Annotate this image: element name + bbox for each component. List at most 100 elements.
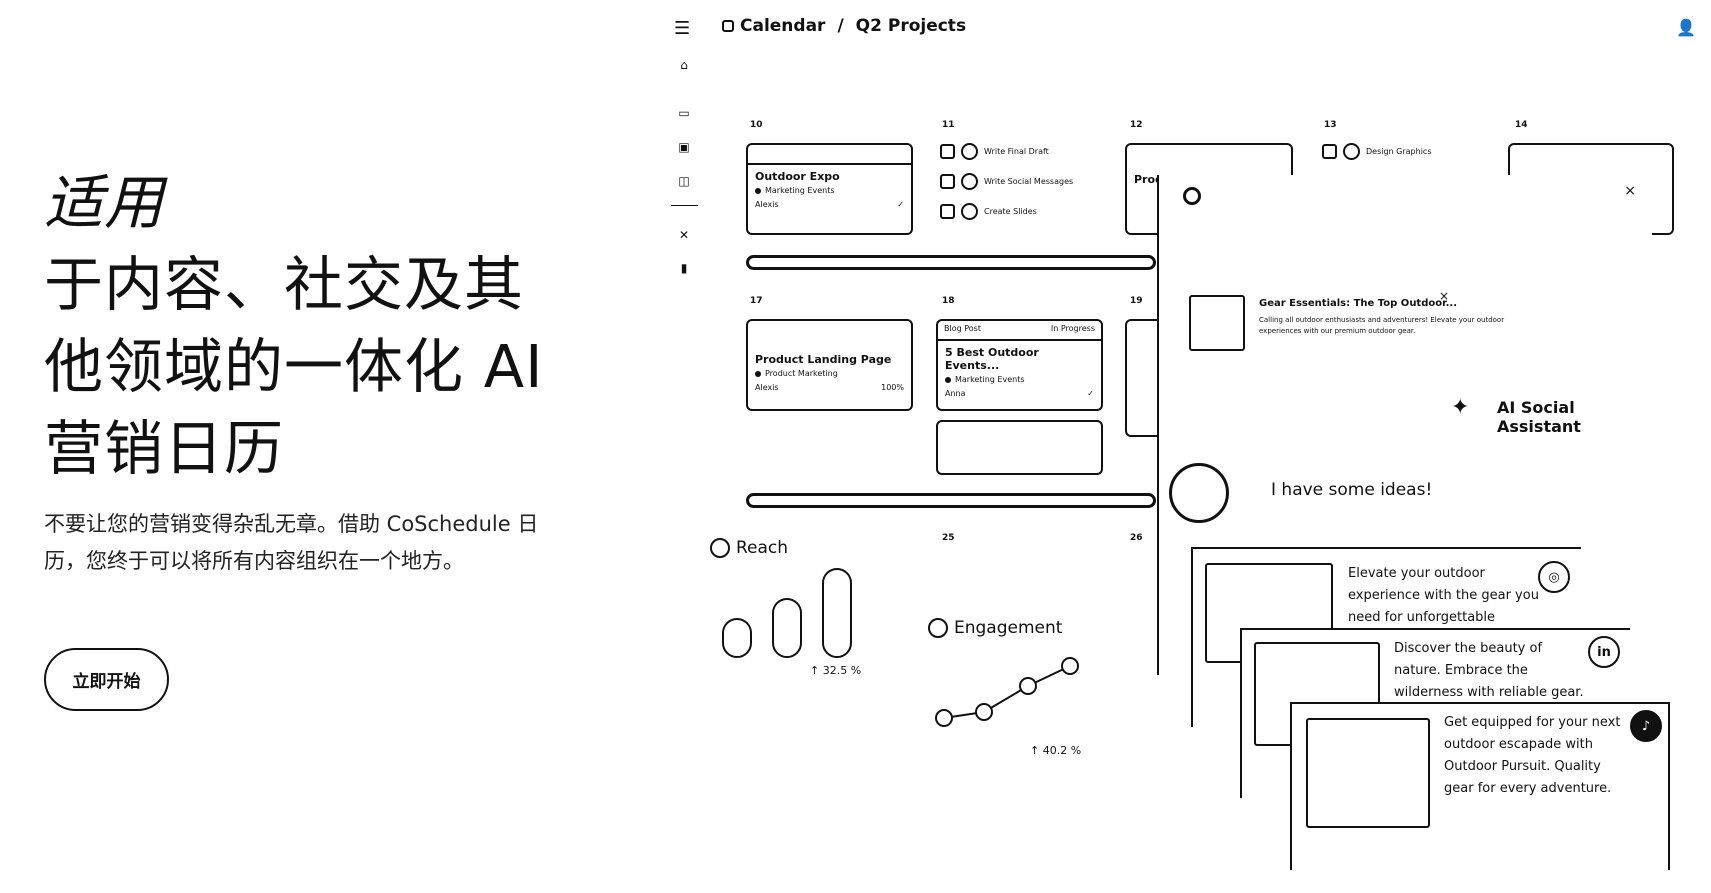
checkbox[interactable]	[1322, 144, 1337, 159]
linkedin-icon: in	[1588, 636, 1620, 668]
analytics-icon[interactable]: ▮	[680, 261, 688, 275]
card-tag-label: Marketing Events	[955, 375, 1025, 384]
post-image	[1306, 718, 1430, 828]
engagement-point	[1019, 677, 1037, 695]
sidebar-divider	[671, 205, 698, 206]
card-tag: Marketing Events	[748, 185, 911, 196]
hero-title-accent: 适用	[44, 168, 165, 237]
task-label: Create Slides	[984, 207, 1037, 216]
card-header: Blog Post In Progress	[938, 321, 1101, 341]
notice-close-icon[interactable]: ×	[1439, 289, 1450, 303]
engagement-metric: Engagement	[928, 618, 1062, 638]
day-26: 26	[1130, 533, 1143, 543]
assistant-face-icon	[1169, 463, 1229, 523]
notice-title: Gear Essentials: The Top Outdoor...	[1259, 298, 1458, 309]
close-icon[interactable]: ×	[1624, 183, 1636, 199]
reach-label: Reach	[736, 538, 789, 558]
day-10: 10	[750, 120, 763, 130]
task-label: Design Graphics	[1366, 147, 1432, 156]
day-13: 13	[1324, 120, 1337, 130]
card-status: In Progress	[1050, 324, 1095, 333]
day-19: 19	[1130, 296, 1143, 306]
card-tag-label: Marketing Events	[765, 186, 835, 195]
magic-wand-icon: ✦	[1451, 395, 1470, 420]
engagement-point	[935, 709, 953, 727]
card-extra[interactable]	[936, 420, 1103, 475]
menu-icon[interactable]: ☰	[674, 18, 691, 39]
engagement-point	[1061, 657, 1079, 675]
check-icon: ✓	[1087, 389, 1094, 398]
task-item[interactable]: Create Slides	[940, 203, 1037, 220]
hero-title-rest: 于内容、社交及其他领域的一体化 AI 营销日历	[44, 250, 544, 483]
post-text: Discover the beauty of nature. Embrace t…	[1394, 641, 1584, 700]
card-title: Outdoor Expo	[755, 170, 840, 183]
card-owner: Alexis	[755, 383, 779, 392]
projects-icon[interactable]: ▣	[678, 140, 690, 154]
day-12: 12	[1130, 120, 1143, 130]
checkbox[interactable]	[940, 144, 955, 159]
avatar	[961, 143, 978, 160]
task-item[interactable]: Design Graphics	[1322, 143, 1432, 160]
card-title: 5 Best Outdoor Events...	[945, 346, 1039, 372]
card-best-outdoor-events[interactable]: Blog Post In Progress 5 Best Outdoor Even…	[936, 319, 1103, 411]
post-thumbnail	[1189, 295, 1245, 351]
card-title: Prod	[1134, 173, 1163, 186]
reach-bar	[722, 618, 752, 658]
card-title: Product Landing Page	[755, 353, 892, 366]
book-icon[interactable]: ◫	[678, 174, 690, 188]
row-bar[interactable]	[746, 493, 1156, 508]
card-footer: Alexis 100%	[748, 379, 911, 396]
card-tag-label: Product Marketing	[765, 369, 838, 378]
avatar	[961, 203, 978, 220]
day-14: 14	[1515, 120, 1528, 130]
card-outdoor-expo[interactable]: Outdoor Expo Marketing Events Alexis ✓	[746, 143, 913, 235]
reach-bar	[822, 568, 852, 658]
calendar-icon	[722, 20, 734, 32]
day-25: 25	[942, 533, 955, 543]
post-text: Elevate your outdoor experience with the…	[1348, 566, 1539, 625]
calendar-nav-icon[interactable]: ▭	[678, 106, 690, 120]
day-11: 11	[942, 120, 955, 130]
day-17: 17	[750, 296, 763, 306]
tiktok-icon: ♪	[1630, 710, 1662, 742]
card-owner: Anna	[945, 389, 966, 398]
check-icon: ✓	[897, 200, 904, 209]
assistant-avatar-icon[interactable]	[1183, 187, 1201, 205]
card-type: Blog Post	[944, 324, 981, 333]
engagement-label: Engagement	[954, 618, 1063, 638]
shuffle-icon[interactable]: ✕	[678, 228, 690, 242]
avatar	[961, 173, 978, 190]
card-owner: Alexis	[755, 200, 779, 209]
pinterest-icon	[928, 618, 948, 638]
card-header	[748, 145, 911, 165]
breadcrumb: Calendar / Q2 Projects	[740, 16, 966, 36]
assistant-message: I have some ideas!	[1271, 480, 1433, 500]
card-progress: 100%	[881, 383, 904, 392]
ai-assistant-label: AI Social Assistant	[1497, 398, 1581, 436]
post-text: Get equipped for your next outdoor escap…	[1444, 715, 1621, 796]
get-started-button[interactable]: 立即开始	[44, 648, 169, 711]
card-footer: Anna ✓	[938, 385, 1101, 402]
card-footer: Alexis ✓	[748, 196, 911, 213]
facebook-icon	[710, 538, 730, 558]
breadcrumb-q2-projects[interactable]: Q2 Projects	[855, 16, 967, 36]
reach-metric: Reach	[710, 538, 788, 558]
row-bar[interactable]	[746, 255, 1156, 270]
reach-change: ↑ 32.5 %	[810, 664, 862, 677]
instagram-icon: ◎	[1538, 561, 1570, 593]
engagement-change: ↑ 40.2 %	[1030, 744, 1082, 757]
task-item[interactable]: Write Social Messages	[940, 173, 1073, 190]
post-card-tiktok[interactable]: Get equipped for your next outdoor escap…	[1290, 702, 1670, 870]
task-item[interactable]: Write Final Draft	[940, 143, 1049, 160]
hero-title: 适用 于内容、社交及其他领域的一体化 AI 营销日历	[44, 162, 564, 490]
home-icon[interactable]: ⌂	[680, 58, 688, 72]
checkbox[interactable]	[940, 174, 955, 189]
card-tag: Marketing Events	[938, 374, 1101, 385]
breadcrumb-calendar[interactable]: Calendar	[740, 16, 826, 36]
avatar	[1343, 143, 1360, 160]
checkbox[interactable]	[940, 204, 955, 219]
engagement-line	[935, 657, 1079, 727]
card-product-landing-page[interactable]: Product Landing Page Product Marketing A…	[746, 319, 913, 411]
task-label: Write Final Draft	[984, 147, 1049, 156]
user-icon[interactable]: 👤	[1676, 18, 1696, 37]
